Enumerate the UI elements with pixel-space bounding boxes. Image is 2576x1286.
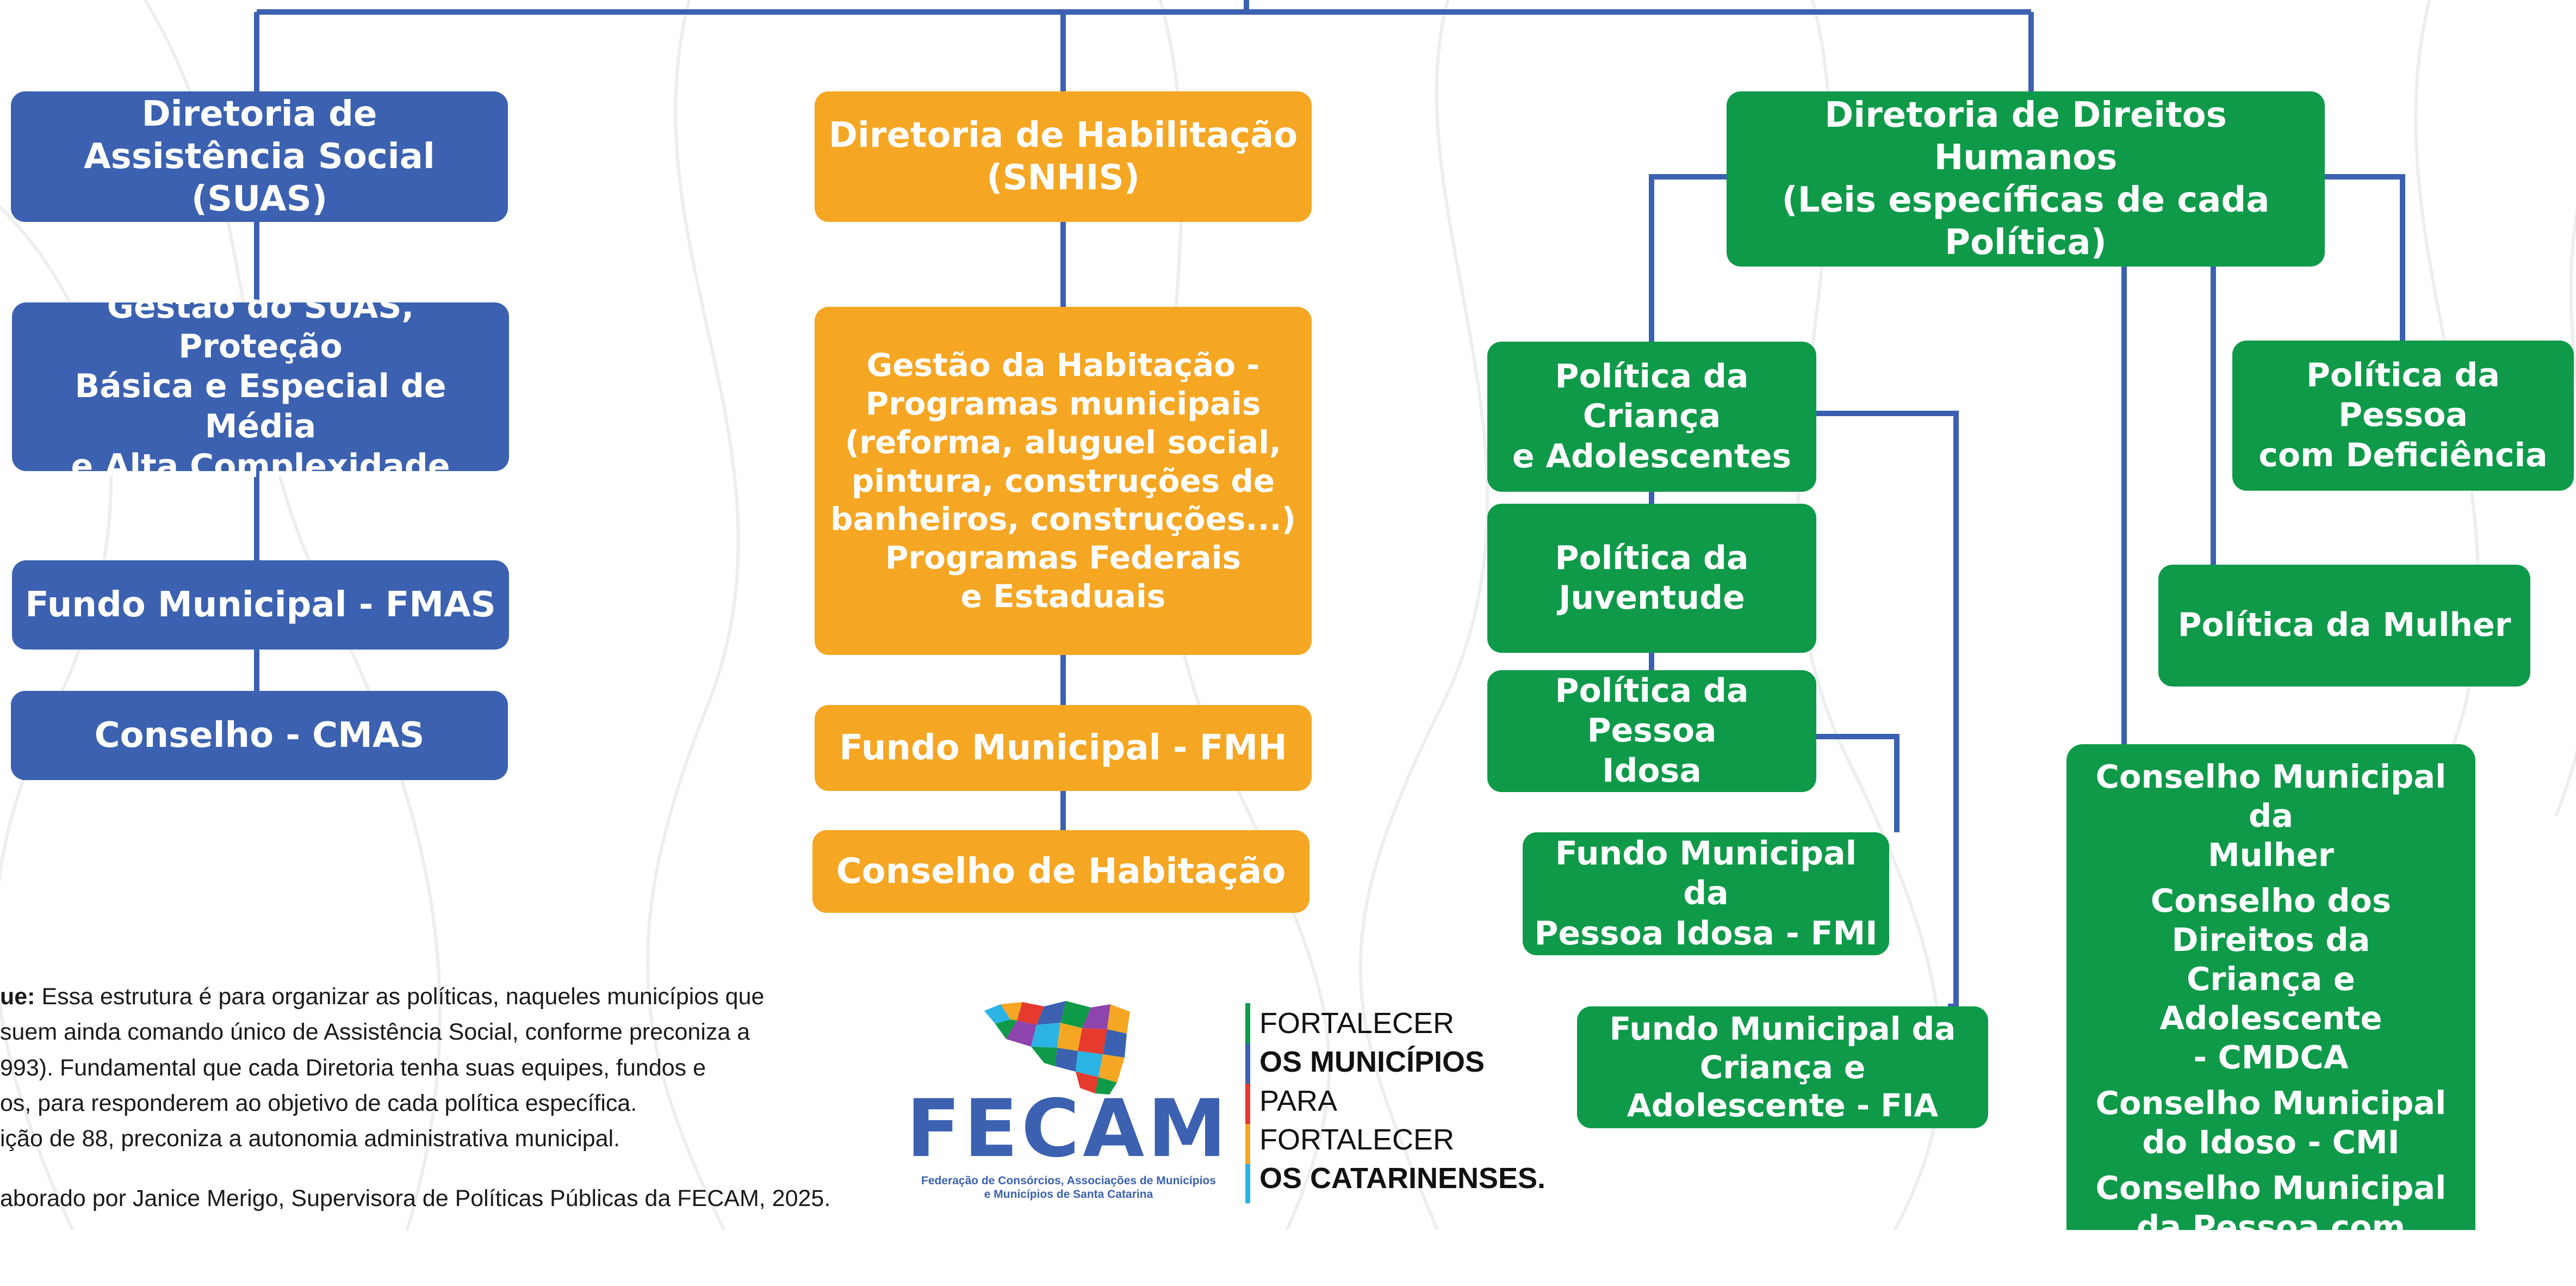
suas-director-box: Diretoria de Assistência Social (SUAS): [11, 91, 508, 222]
policy-women-label: Política da Mulher: [2177, 606, 2511, 645]
fund-elderly-box: Fundo Municipal da Pessoa Idosa - FMI: [1523, 832, 1889, 955]
policy-women-box: Política da Mulher: [2158, 565, 2530, 687]
footnote-line-1-text: Essa estrutura é para organizar as polít…: [35, 984, 765, 1010]
policy-child-box: Política da Criança e Adolescentes: [1487, 342, 1816, 492]
housing-management-label: Gestão da Habitação - Programas municipa…: [830, 347, 1296, 615]
fund-child-box: Fundo Municipal da Criança e Adolescente…: [1577, 1006, 1988, 1128]
slogan-line-2: OS MUNICÍPIOS: [1259, 1046, 1485, 1079]
councils-box: Conselho Municipal da Mulher Conselho do…: [2066, 744, 2475, 1285]
council-child: Conselho dos Direitos da Criança e Adole…: [2150, 881, 2392, 1076]
suas-fund-box: Fundo Municipal - FMAS: [12, 560, 509, 650]
slogan-line-4: FORTALECER: [1259, 1123, 1455, 1156]
fecam-logo-subtitle-text: Federação de Consórcios, Associações de …: [921, 1174, 1216, 1201]
footnote-label: ue:: [0, 984, 35, 1010]
policy-child-label: Política da Criança e Adolescentes: [1512, 357, 1792, 475]
housing-council-label: Conselho de Habitação: [836, 851, 1286, 892]
footnote-line-2: suem ainda comando único de Assistência …: [0, 1019, 750, 1046]
suas-director-label: Diretoria de Assistência Social (SUAS): [84, 94, 435, 220]
santa-catarina-map-icon: [984, 1001, 1130, 1095]
policy-elderly-box: Política da Pessoa Idosa: [1487, 670, 1816, 792]
human-rights-director-label: Diretoria de Direitos Humanos (Leis espe…: [1782, 95, 2270, 263]
slogan: FORTALECER OS MUNICÍPIOS PARA FORTALECER…: [1259, 1004, 1545, 1198]
council-disability: Conselho Municipal da Pessoa com Deficiê…: [2095, 1168, 2447, 1285]
housing-fund-box: Fundo Municipal - FMH: [815, 705, 1312, 791]
policy-youth-label: Política da Juventude: [1555, 539, 1749, 617]
footnote-credit: aborado por Janice Merigo, Supervisora d…: [0, 1185, 831, 1211]
council-elderly: Conselho Municipal do Idoso - CMI: [2095, 1084, 2447, 1161]
footnote: ue: Essa estrutura é para organizar as p…: [0, 979, 837, 1216]
policy-youth-box: Política da Juventude: [1487, 504, 1816, 653]
fecam-logo-text: FECAM: [906, 1083, 1230, 1175]
housing-management-box: Gestão da Habitação - Programas municipa…: [815, 307, 1312, 655]
slogan-line-3: PARA: [1259, 1084, 1338, 1117]
suas-management-label: Gestão do SUAS, Proteção Básica e Especi…: [71, 288, 450, 485]
housing-director-label: Diretoria de Habilitação (SNHIS): [828, 115, 1298, 198]
suas-council-label: Conselho - CMAS: [94, 715, 425, 756]
policy-disability-label: Política da Pessoa com Deficiência: [2258, 356, 2548, 474]
footnote-line-4: os, para responderem ao objetivo de cada…: [0, 1090, 637, 1117]
footnote-line-1: ue: Essa estrutura é para organizar as p…: [0, 979, 837, 1015]
footnote-line-3: 993). Fundamental que cada Diretoria ten…: [0, 1054, 706, 1081]
housing-council-box: Conselho de Habitação: [812, 830, 1309, 913]
footnote-line-5: ição de 88, preconiza a autonomia admini…: [0, 1126, 620, 1152]
suas-management-box: Gestão do SUAS, Proteção Básica e Especi…: [12, 288, 509, 485]
slogan-line-5: OS CATARINENSES.: [1259, 1162, 1546, 1195]
fund-child-label: Fundo Municipal da Criança e Adolescente…: [1609, 1010, 1956, 1124]
policy-elderly-label: Política da Pessoa Idosa: [1555, 672, 1749, 790]
human-rights-director-box: Diretoria de Direitos Humanos (Leis espe…: [1727, 91, 2325, 267]
council-women: Conselho Municipal da Mulher: [2095, 758, 2447, 874]
housing-director-box: Diretoria de Habilitação (SNHIS): [815, 91, 1312, 222]
slogan-color-bar: [1245, 1003, 1250, 1203]
fund-elderly-label: Fundo Municipal da Pessoa Idosa - FMI: [1534, 834, 1878, 953]
fecam-logo-subtitle: Federação de Consórcios, Associações de …: [892, 1174, 1245, 1201]
suas-fund-label: Fundo Municipal - FMAS: [25, 584, 496, 625]
suas-council-box: Conselho - CMAS: [11, 691, 508, 780]
slogan-line-1: FORTALECER: [1259, 1007, 1455, 1040]
policy-disability-box: Política da Pessoa com Deficiência: [2232, 341, 2574, 491]
housing-fund-label: Fundo Municipal - FMH: [839, 727, 1287, 768]
